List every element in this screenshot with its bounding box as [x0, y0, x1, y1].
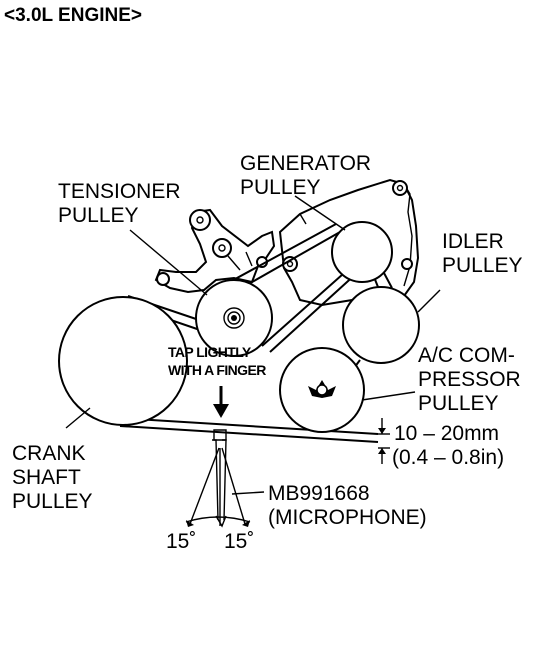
- tap-instruction-label-2: WITH A FINGER: [168, 362, 266, 378]
- crankshaft-pulley: [58, 296, 188, 426]
- tensioner-bracket: [154, 208, 276, 294]
- deflection-label: 10 – 20mm: [394, 422, 499, 445]
- idler-pulley: [342, 286, 420, 364]
- crankshaft-pulley-label-3: PULLEY: [12, 490, 93, 513]
- deflection-dimension: [378, 418, 390, 464]
- tool-name-label: (MICROPHONE): [268, 506, 427, 529]
- idler-pulley-label: IDLER: [442, 230, 504, 253]
- ac-pulley-label-2: PRESSOR: [418, 368, 521, 391]
- ac-compressor-pulley: [279, 347, 365, 433]
- leader-lines: [65, 195, 441, 495]
- ac-pulley-label-3: PULLEY: [418, 392, 499, 415]
- angle-left-label: 15˚: [166, 530, 196, 553]
- crankshaft-pulley-label: CRANK: [12, 442, 86, 465]
- tensioner-pulley: [195, 279, 273, 357]
- diagram-title: <3.0L ENGINE>: [4, 5, 142, 26]
- deflection-label-2: (0.4 – 0.8in): [392, 446, 504, 469]
- tensioner-pulley-label-2: PULLEY: [58, 204, 139, 227]
- idler-pulley-label-2: PULLEY: [442, 254, 523, 277]
- generator-pulley-label-2: PULLEY: [240, 176, 321, 199]
- crankshaft-pulley-label-2: SHAFT: [12, 466, 81, 489]
- tensioner-pulley-label: TENSIONER: [58, 180, 181, 203]
- angle-right-label: 15˚: [224, 530, 254, 553]
- generator-pulley-label: GENERATOR: [240, 152, 371, 175]
- generator-pulley: [331, 221, 393, 283]
- microphone-tool: [185, 429, 251, 528]
- tap-arrow: [213, 386, 229, 418]
- tap-instruction-label: TAP LIGHTLY: [168, 344, 252, 360]
- ac-pulley-label: A/C COM-: [418, 344, 515, 367]
- tool-number-label: MB991668: [268, 482, 370, 505]
